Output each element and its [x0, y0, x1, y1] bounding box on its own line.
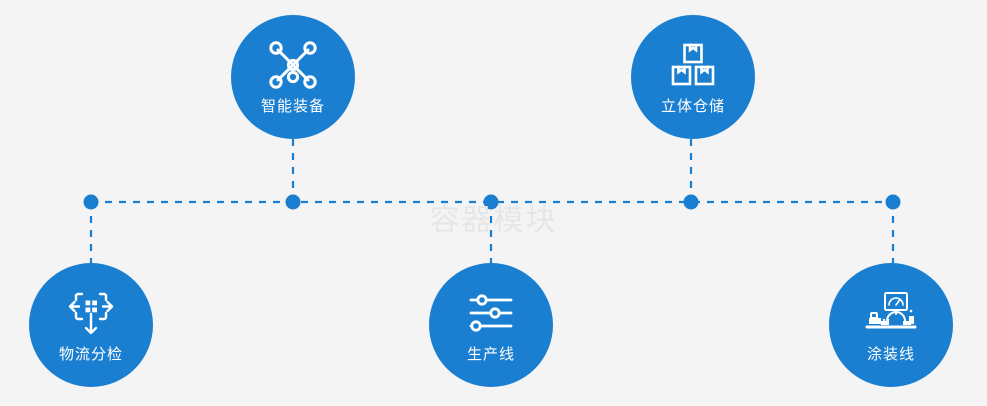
sliders-icon	[465, 287, 517, 339]
node-logistics-sorting[interactable]: 物流分检	[29, 263, 153, 387]
node-smart-equipment[interactable]: 智能装备	[231, 15, 355, 139]
vertical-connector-group	[89, 139, 895, 264]
node-painting-line[interactable]: 涂装线	[829, 263, 953, 387]
network-nodes-icon	[267, 39, 319, 91]
node-production-line[interactable]: 生产线	[429, 263, 553, 387]
junction-dot	[83, 194, 99, 210]
junction-dot	[683, 194, 699, 210]
node-label: 生产线	[466, 345, 515, 363]
stacked-boxes-icon	[667, 39, 719, 91]
node-label: 智能装备	[260, 97, 325, 115]
junction-dot	[483, 194, 499, 210]
junction-dot	[285, 194, 301, 210]
junction-dot-group	[83, 194, 901, 210]
factory-monitor-icon	[865, 287, 917, 339]
junction-dot	[885, 194, 901, 210]
node-label: 涂装线	[866, 345, 915, 363]
node-label: 立体仓储	[660, 97, 725, 115]
sorting-arrows-grid-icon	[65, 287, 117, 339]
node-stereoscopic-warehouse[interactable]: 立体仓储	[631, 15, 755, 139]
node-label: 物流分检	[58, 345, 123, 363]
